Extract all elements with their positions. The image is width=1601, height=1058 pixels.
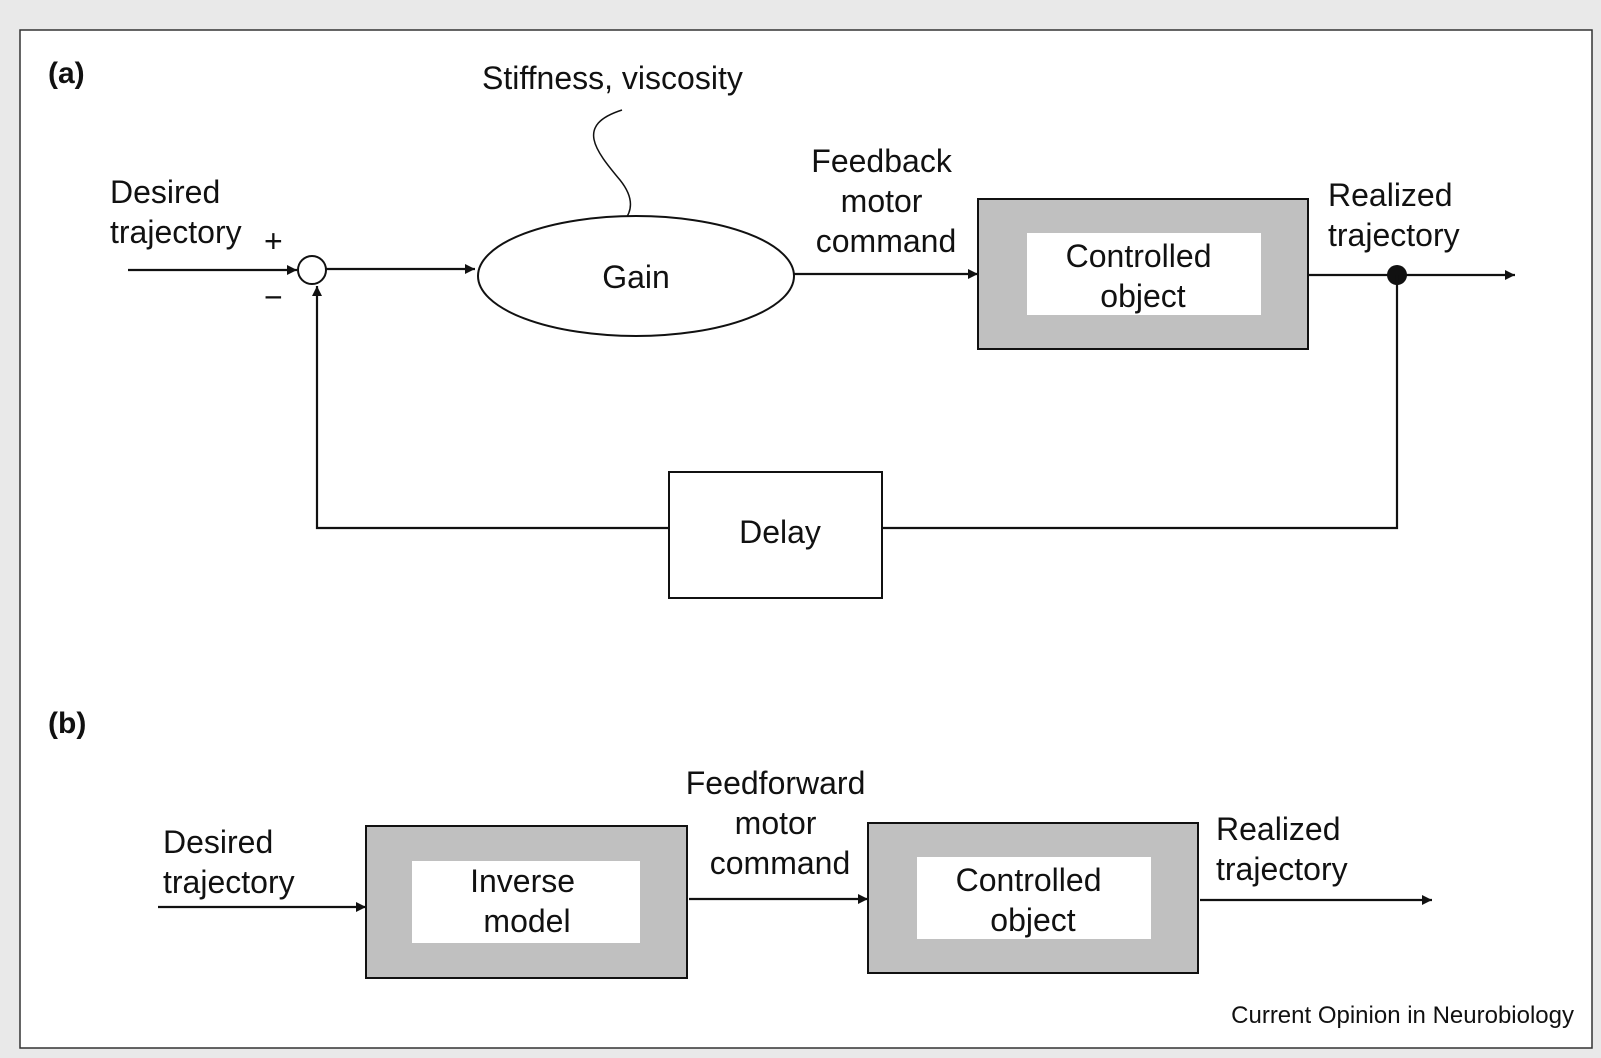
panel-a-label: (a) <box>48 57 85 90</box>
desired-trajectory-line2: trajectory <box>110 214 242 250</box>
feedback-line2: motor <box>841 183 923 219</box>
controlled-line1-a: Controlled <box>1066 238 1212 274</box>
controlled-line2-a: object <box>1100 278 1186 314</box>
desired-b-line2: trajectory <box>163 864 295 900</box>
plus-sign: + <box>264 223 283 259</box>
delay-label: Delay <box>739 514 821 550</box>
controlled-object-label-b: Controlled object <box>956 862 1111 938</box>
inverse-model-inner <box>412 861 640 943</box>
feedforward-line3: command <box>710 845 851 881</box>
inverse-model-label: Inverse model <box>470 863 584 939</box>
journal-credit: Current Opinion in Neurobiology <box>1231 1002 1574 1029</box>
desired-trajectory-line1: Desired <box>110 174 220 210</box>
controlled-line1-b: Controlled <box>956 862 1102 898</box>
summing-junction <box>297 255 327 285</box>
feedforward-motor-command-label: Feedforward motor command <box>686 765 875 881</box>
feedback-line1: Feedback <box>811 143 953 179</box>
feedback-line3: command <box>816 223 957 259</box>
controlled-object-inner-a <box>1027 233 1261 315</box>
controlled-object-label-a: Controlled object <box>1066 238 1221 314</box>
desired-b-line1: Desired <box>163 824 273 860</box>
realized-trajectory-label-a: Realized trajectory <box>1328 177 1461 253</box>
inverse-line1: Inverse <box>470 863 575 899</box>
feedback-motor-command-label: Feedback motor command <box>811 143 960 259</box>
feedforward-line1: Feedforward <box>686 765 866 801</box>
annotation-stiffness-viscosity: Stiffness, viscosity <box>482 60 743 96</box>
gain-label: Gain <box>602 259 670 295</box>
realized-trajectory-label-b: Realized trajectory <box>1216 811 1349 887</box>
realized-line2-a: trajectory <box>1328 217 1460 253</box>
delay-block <box>668 471 883 599</box>
gain-ellipse <box>477 215 795 337</box>
realized-line1-a: Realized <box>1328 177 1453 213</box>
minus-sign: − <box>264 279 283 315</box>
realized-line2-b: trajectory <box>1216 851 1348 887</box>
desired-trajectory-label-a: Desired trajectory <box>110 174 242 250</box>
panel-b-label: (b) <box>48 707 86 740</box>
feedback-line-left <box>312 286 669 530</box>
controlled-line2-b: object <box>990 902 1076 938</box>
inverse-line2: model <box>483 903 570 939</box>
realized-line1-b: Realized <box>1216 811 1341 847</box>
controlled-object-inner-b <box>917 857 1151 939</box>
feedforward-line2: motor <box>735 805 817 841</box>
desired-trajectory-label-b: Desired trajectory <box>163 824 295 900</box>
feedback-line-right <box>882 275 1399 530</box>
